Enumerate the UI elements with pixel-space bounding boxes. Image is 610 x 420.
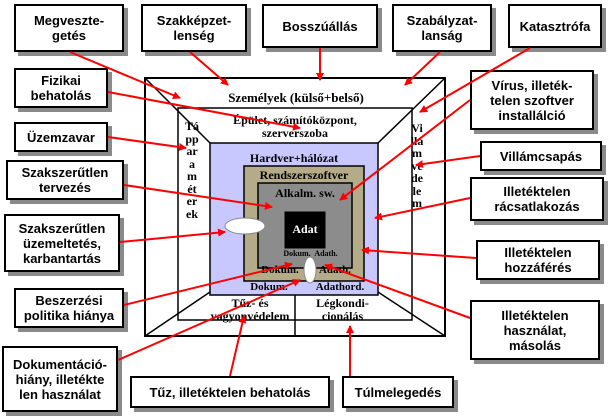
threat-villamcsapas: Villámcsapás [480, 141, 602, 171]
label-dokum-c: Dokum. [250, 281, 288, 293]
label-legkondi: Légkondi- cionálás [316, 296, 369, 323]
label-alkalm: Alkalm. sw. [275, 186, 335, 200]
threat-illetektelen-hozzaferes: Illetéktelen hozzáférés [476, 240, 600, 280]
threat-uzemzavar: Üzemzavar [14, 122, 108, 152]
label-szemelyek: Személyek (külső+belső) [228, 90, 364, 105]
threat-virus: Vírus, illeték- telen szoftver installál… [470, 70, 594, 130]
threat-szakszerutlen-uzemeltetes: Szakszerűtlen üzemeltetés, karbantartás [4, 214, 120, 272]
label-taparameterek: Tápparaméterek [185, 119, 200, 221]
label-adath-a: Adath. [314, 249, 338, 258]
threat-tuz-behatolas: Tűz, illetéktelen behatolás [130, 376, 330, 408]
lens-left [224, 217, 266, 235]
label-epulet: Épület, számítóközpont, szerverszoba [233, 113, 357, 140]
label-dokum-b: Dokum. [261, 264, 299, 276]
label-tuz-vagyon: Tűz- és vagyonvédelem [210, 296, 290, 323]
threat-dokumentacio-hiany: Dokumentáció- hiány, illetékte len haszn… [2, 346, 118, 412]
label-rendszerszoftver: Rendszerszoftver [259, 168, 349, 182]
threat-szabalyzatlansag: Szabályzat- lanság [392, 4, 492, 52]
label-dokum-a: Dokum. [283, 249, 311, 258]
label-adathord: Adathord. [315, 281, 365, 293]
threat-fizikai-behatolas: Fizikai behatolás [14, 68, 108, 108]
threat-tulmelegedes: Túlmelegedés [342, 376, 454, 408]
threat-megvesztegetes: Megveszte- getés [14, 4, 124, 52]
threat-beszerzesi-politika: Beszerzési politika hiánya [14, 288, 124, 328]
label-adath-b: Adath. [318, 264, 352, 276]
threat-katasztrofa: Katasztrófa [508, 4, 602, 48]
label-villamvedelem: Villámvédelem [410, 121, 424, 210]
threat-illetektelen-racsatlakozas: Illetéktelen rácsatlakozás [470, 177, 604, 221]
threat-szakszerutlen-tervezes: Szakszerűtlen tervezés [6, 160, 124, 200]
layer-adat-box [284, 211, 326, 249]
threat-illetektelen-hasznalat: Illetéktelen használat, másolás [470, 300, 600, 360]
threat-bosszuallas: Bosszúállás [262, 4, 378, 48]
label-hardver: Hardver+hálózat [249, 151, 339, 165]
lens-bottom [303, 256, 317, 284]
label-adat: Adat [292, 222, 318, 236]
threat-szakkepzetlenseg: Szakképzet- lenség [141, 4, 247, 52]
